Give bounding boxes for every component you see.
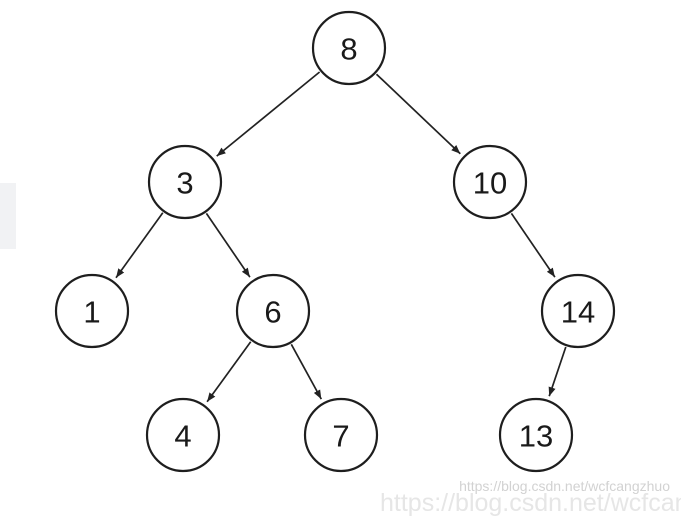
tree-node-6: 6 [235, 273, 311, 349]
edge-6-to-4 [206, 341, 252, 403]
node-label: 1 [83, 295, 100, 330]
node-label: 8 [340, 32, 357, 67]
node-circle [54, 273, 130, 349]
edge-8-to-10 [375, 73, 461, 155]
node-circle [540, 273, 616, 349]
node-circle [235, 273, 311, 349]
watermark-url: https://blog.csdn.net/wcfcangzhuo [459, 478, 670, 494]
node-label: 7 [332, 419, 349, 454]
node-label: 6 [264, 295, 281, 330]
node-label: 3 [176, 166, 193, 201]
edge-3-to-6 [205, 212, 251, 278]
tree-node-7: 7 [303, 397, 379, 473]
node-label: 13 [519, 419, 553, 454]
edge-8-to-3 [216, 71, 321, 157]
side-tab [0, 183, 16, 249]
node-circle [303, 397, 379, 473]
edge-6-to-7 [290, 343, 323, 400]
edge-10-to-14 [510, 212, 556, 278]
node-circle [147, 144, 223, 220]
tree-node-4: 4 [145, 397, 221, 473]
tree-node-10: 10 [452, 144, 528, 220]
node-label: 10 [473, 166, 507, 201]
node-circle [498, 397, 574, 473]
node-label: 14 [561, 295, 595, 330]
tree-node-1: 1 [54, 273, 130, 349]
node-circle [311, 10, 387, 86]
edges-group [115, 71, 567, 403]
tree-node-3: 3 [147, 144, 223, 220]
edge-3-to-1 [115, 212, 164, 279]
node-label: 4 [174, 419, 191, 454]
nodes-group: 8 3 10 1 6 14 4 7 13 [54, 10, 616, 473]
node-circle [145, 397, 221, 473]
tree-node-13: 13 [498, 397, 574, 473]
edge-14-to-13 [548, 346, 567, 397]
tree-node-14: 14 [540, 273, 616, 349]
tree-node-8: 8 [311, 10, 387, 86]
node-circle [452, 144, 528, 220]
